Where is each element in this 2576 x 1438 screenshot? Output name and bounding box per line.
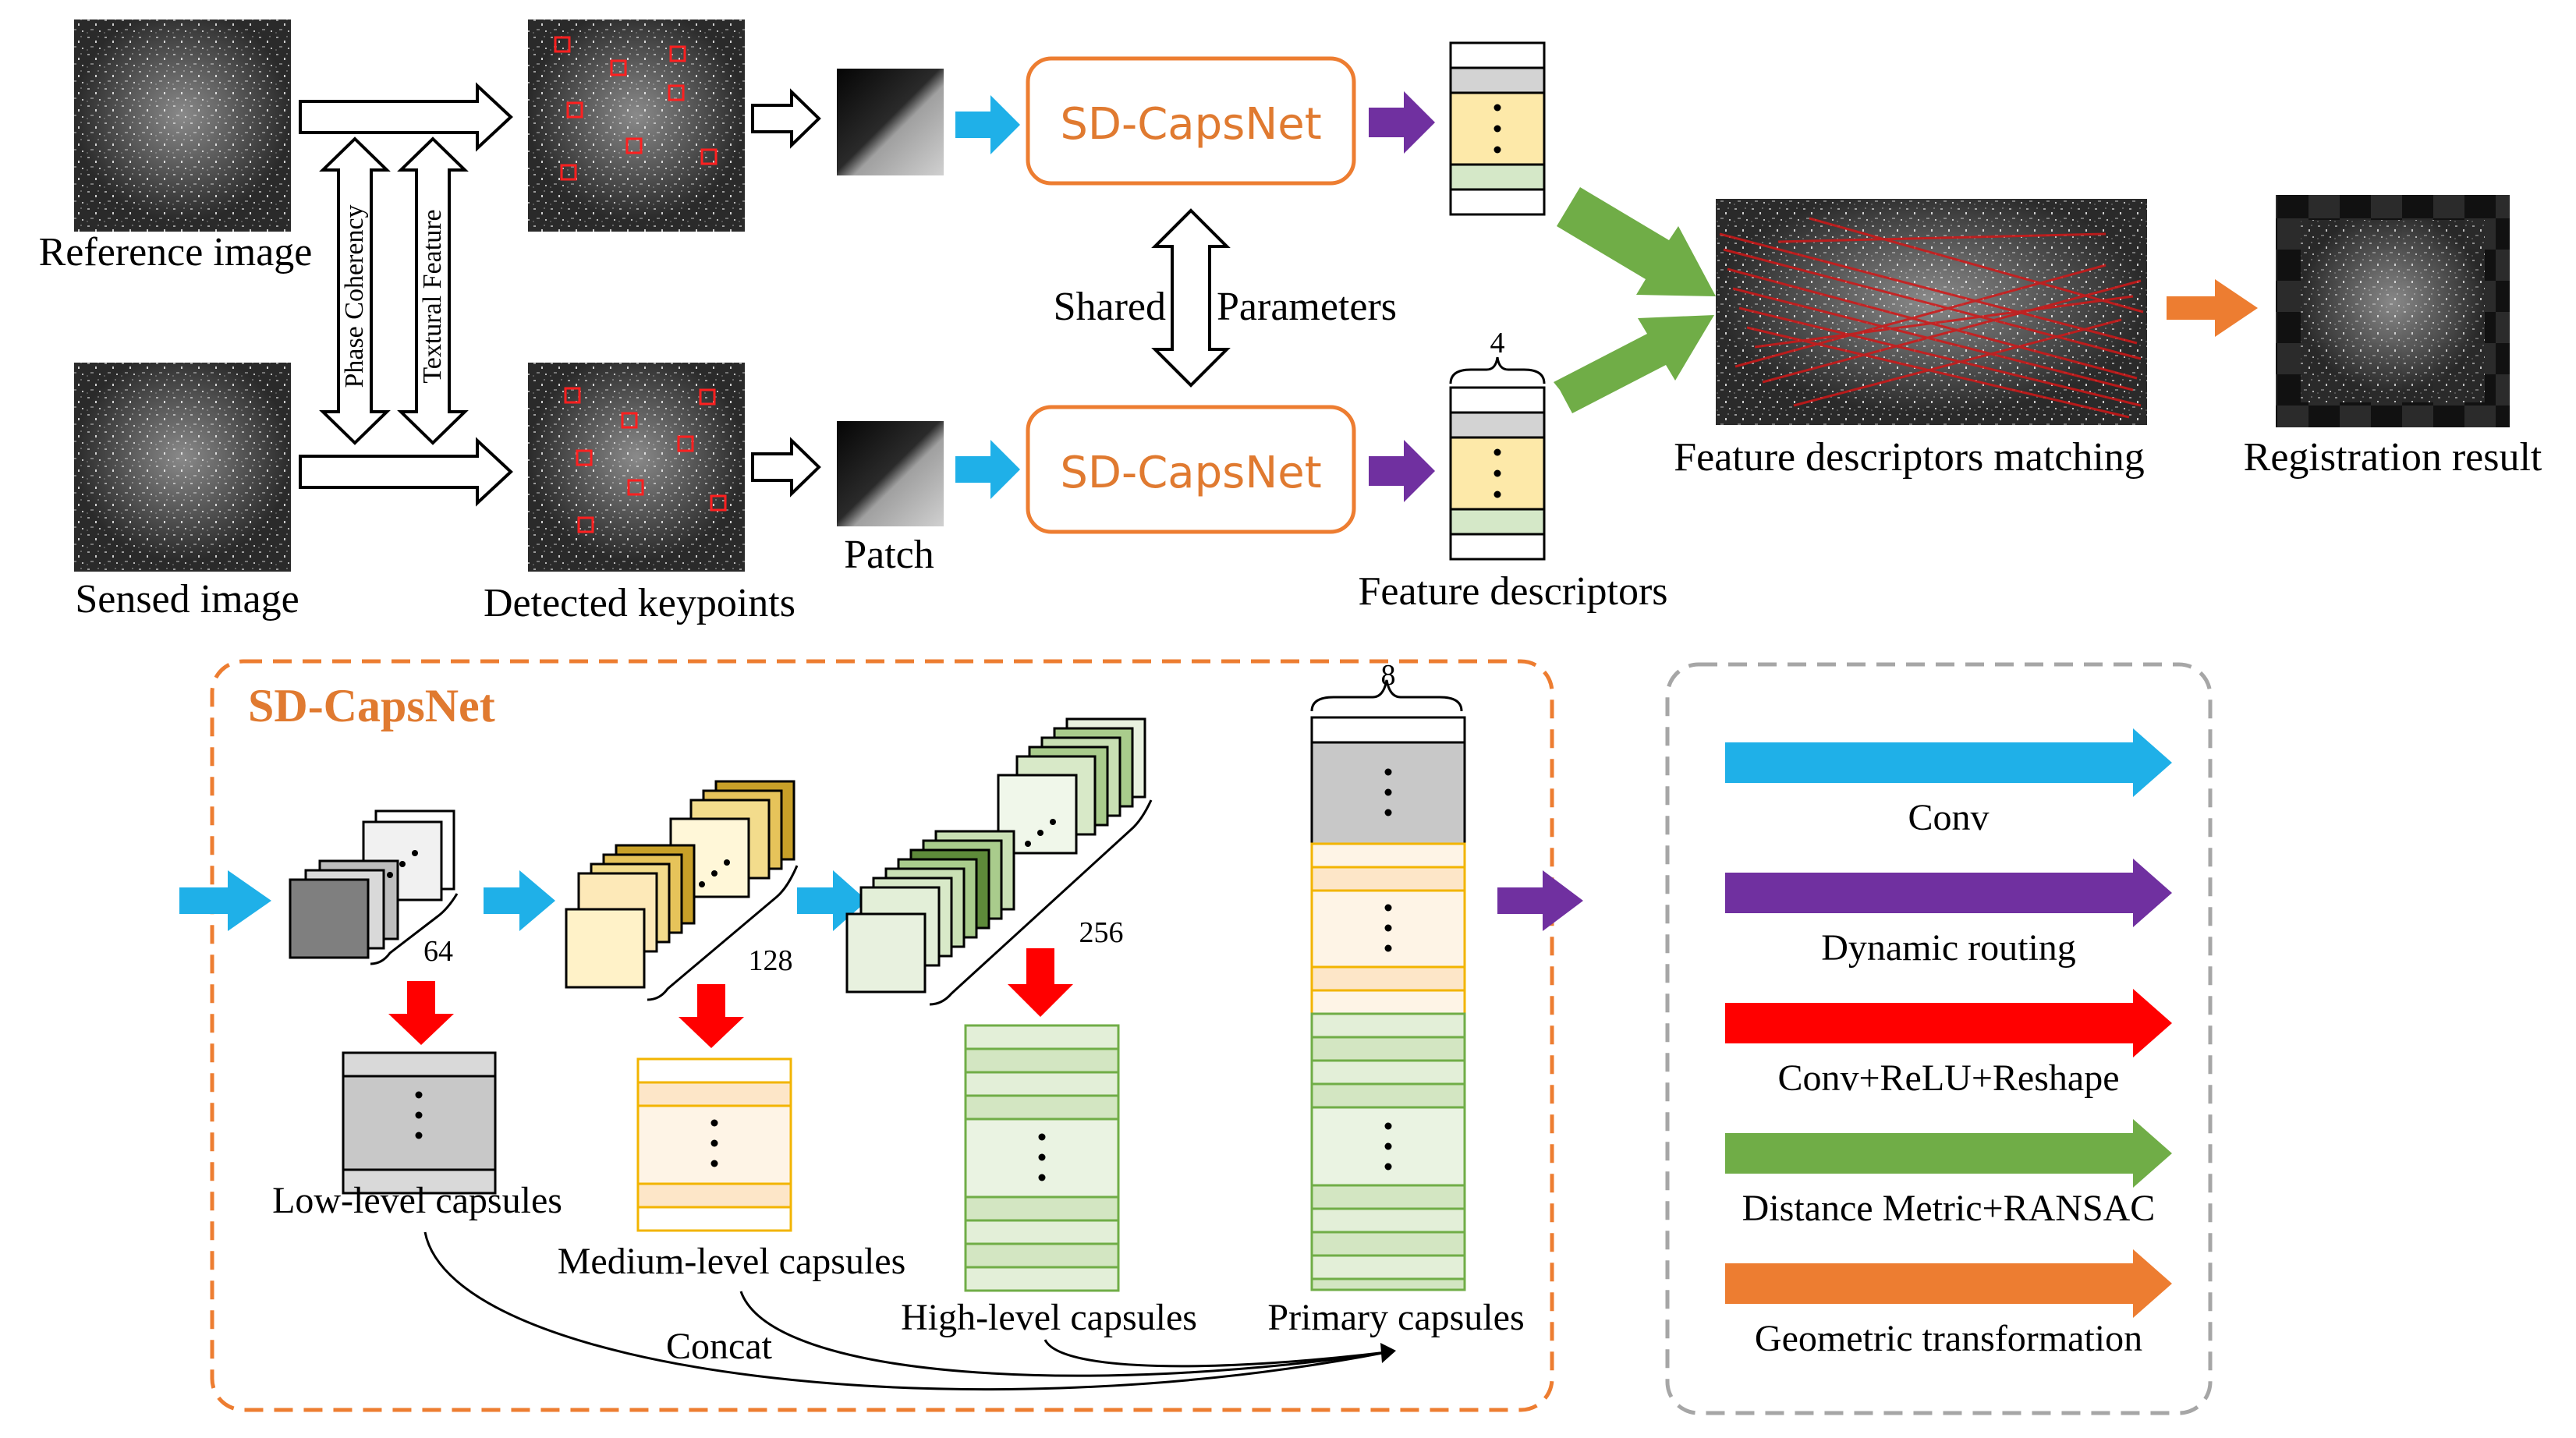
stack-dots-128 xyxy=(699,859,730,887)
detail-conv-arrow-2 xyxy=(484,870,555,931)
stack-dots-256 xyxy=(1025,819,1056,847)
high-level-capsules-label: High-level capsules xyxy=(901,1297,1197,1338)
primary-capsule-dots xyxy=(1384,768,1392,1171)
parameters-label: Parameters xyxy=(1217,285,1397,329)
legend-label-2: Conv+ReLU+Reshape xyxy=(1777,1057,2119,1099)
keypoints-image-reference xyxy=(528,19,745,232)
feature-descriptors-label: Feature descriptors xyxy=(1358,569,1667,614)
matching-image xyxy=(1716,199,2147,425)
concat-curve-medium xyxy=(739,1291,1387,1377)
registration-result-label: Registration result xyxy=(2244,435,2542,480)
hollow-arrow-patch-bottom xyxy=(751,437,821,498)
legend-label-0: Conv xyxy=(1908,797,1989,838)
routing-arrow-bottom xyxy=(1369,440,1435,502)
sd-capsnet-box-bottom xyxy=(1026,405,1356,534)
reshape-arrow-low xyxy=(388,981,454,1045)
dim-8-label: 8 xyxy=(1381,659,1396,692)
routing-arrow-top xyxy=(1369,91,1435,154)
matching-arrow-top xyxy=(1557,187,1716,296)
shared-parameters-arrow xyxy=(1151,208,1231,388)
detail-routing-arrow xyxy=(1497,870,1583,931)
low-level-capsules-label: Low-level capsules xyxy=(272,1180,562,1221)
primary-capsules-yellow xyxy=(1310,842,1466,1015)
low-capsule-dots xyxy=(415,1091,423,1139)
sd-capsnet-label-bottom: SD-CapsNet xyxy=(1060,448,1321,498)
patch-sensed xyxy=(837,421,944,526)
sd-capsnet-detail-title: SD-CapsNet xyxy=(248,680,495,731)
shared-label: Shared xyxy=(1054,285,1166,329)
feature-map-stack-256 xyxy=(845,717,1146,993)
phase-coherency-label: Phase Coherency xyxy=(340,204,369,388)
descriptor-dots-bottom xyxy=(1494,448,1501,498)
sensed-image-label: Sensed image xyxy=(75,577,299,622)
matching-arrow-bottom xyxy=(1554,315,1714,413)
textural-feature-label: Textural Feature xyxy=(418,209,447,383)
medium-capsule-dots xyxy=(710,1119,718,1167)
patch-label: Patch xyxy=(844,533,934,577)
brace-eight xyxy=(1310,679,1463,712)
reference-image-label: Reference image xyxy=(39,230,313,274)
transform-arrow xyxy=(2167,279,2258,337)
sd-capsnet-detail-frame xyxy=(210,659,1554,1412)
high-level-capsules xyxy=(964,1024,1120,1292)
low-level-capsules xyxy=(342,1051,497,1195)
dim-64-label: 64 xyxy=(423,935,453,968)
reshape-arrow-high xyxy=(1008,948,1073,1017)
primary-capsules-label: Primary capsules xyxy=(1267,1297,1524,1338)
keypoints-image-sensed xyxy=(528,363,745,572)
dim-four-label: 4 xyxy=(1490,327,1505,360)
legend-arrow-3 xyxy=(1725,1119,2172,1188)
registration-result-image xyxy=(2276,195,2510,427)
matching-label: Feature descriptors matching xyxy=(1674,435,2145,480)
legend-arrow-0 xyxy=(1725,728,2172,797)
conv-arrow-bottom xyxy=(955,440,1020,499)
legend-arrow-2 xyxy=(1725,989,2172,1057)
brace-256 xyxy=(929,799,1153,1006)
concat-arrowhead xyxy=(1380,1343,1396,1363)
detected-keypoints-label: Detected keypoints xyxy=(484,581,795,625)
concat-curve-high xyxy=(1044,1339,1387,1368)
legend-arrow-1 xyxy=(1725,859,2172,927)
descriptor-dots-top xyxy=(1494,104,1501,154)
hollow-arrow-patch-top xyxy=(751,88,821,149)
primary-capsules-green xyxy=(1310,1012,1466,1291)
legend-arrow-4 xyxy=(1725,1249,2172,1318)
patch-reference xyxy=(837,69,944,175)
feature-map-stack-128 xyxy=(565,780,795,989)
dim-128-label: 128 xyxy=(749,944,793,977)
brace-64 xyxy=(370,893,459,965)
reshape-arrow-medium xyxy=(679,984,744,1048)
sd-capsnet-box-top xyxy=(1026,56,1356,186)
high-capsule-dots xyxy=(1038,1133,1046,1181)
legend-frame xyxy=(1665,662,2213,1415)
phase-coherency-arrow xyxy=(319,136,391,445)
concat-curve-low xyxy=(423,1231,1387,1390)
brace-four xyxy=(1449,356,1546,384)
medium-level-capsules-label: Medium-level capsules xyxy=(558,1241,906,1282)
feature-map-stack-64 xyxy=(289,809,455,959)
sd-capsnet-label-top: SD-CapsNet xyxy=(1060,99,1321,150)
concat-label: Concat xyxy=(666,1326,773,1367)
brace-128 xyxy=(647,865,799,1001)
legend-label-4: Geometric transformation xyxy=(1755,1318,2142,1359)
detail-conv-arrow-1 xyxy=(179,870,271,931)
hollow-arrow-reference xyxy=(299,82,513,152)
stack-dots-64 xyxy=(387,850,418,878)
dim-256-label: 256 xyxy=(1079,916,1124,949)
conv-arrow-top xyxy=(955,95,1020,154)
legend-label-3: Distance Metric+RANSAC xyxy=(1742,1188,2156,1229)
hollow-arrow-sensed xyxy=(299,437,513,507)
textural-feature-arrow xyxy=(397,136,469,445)
legend-label-1: Dynamic routing xyxy=(1821,927,2076,969)
